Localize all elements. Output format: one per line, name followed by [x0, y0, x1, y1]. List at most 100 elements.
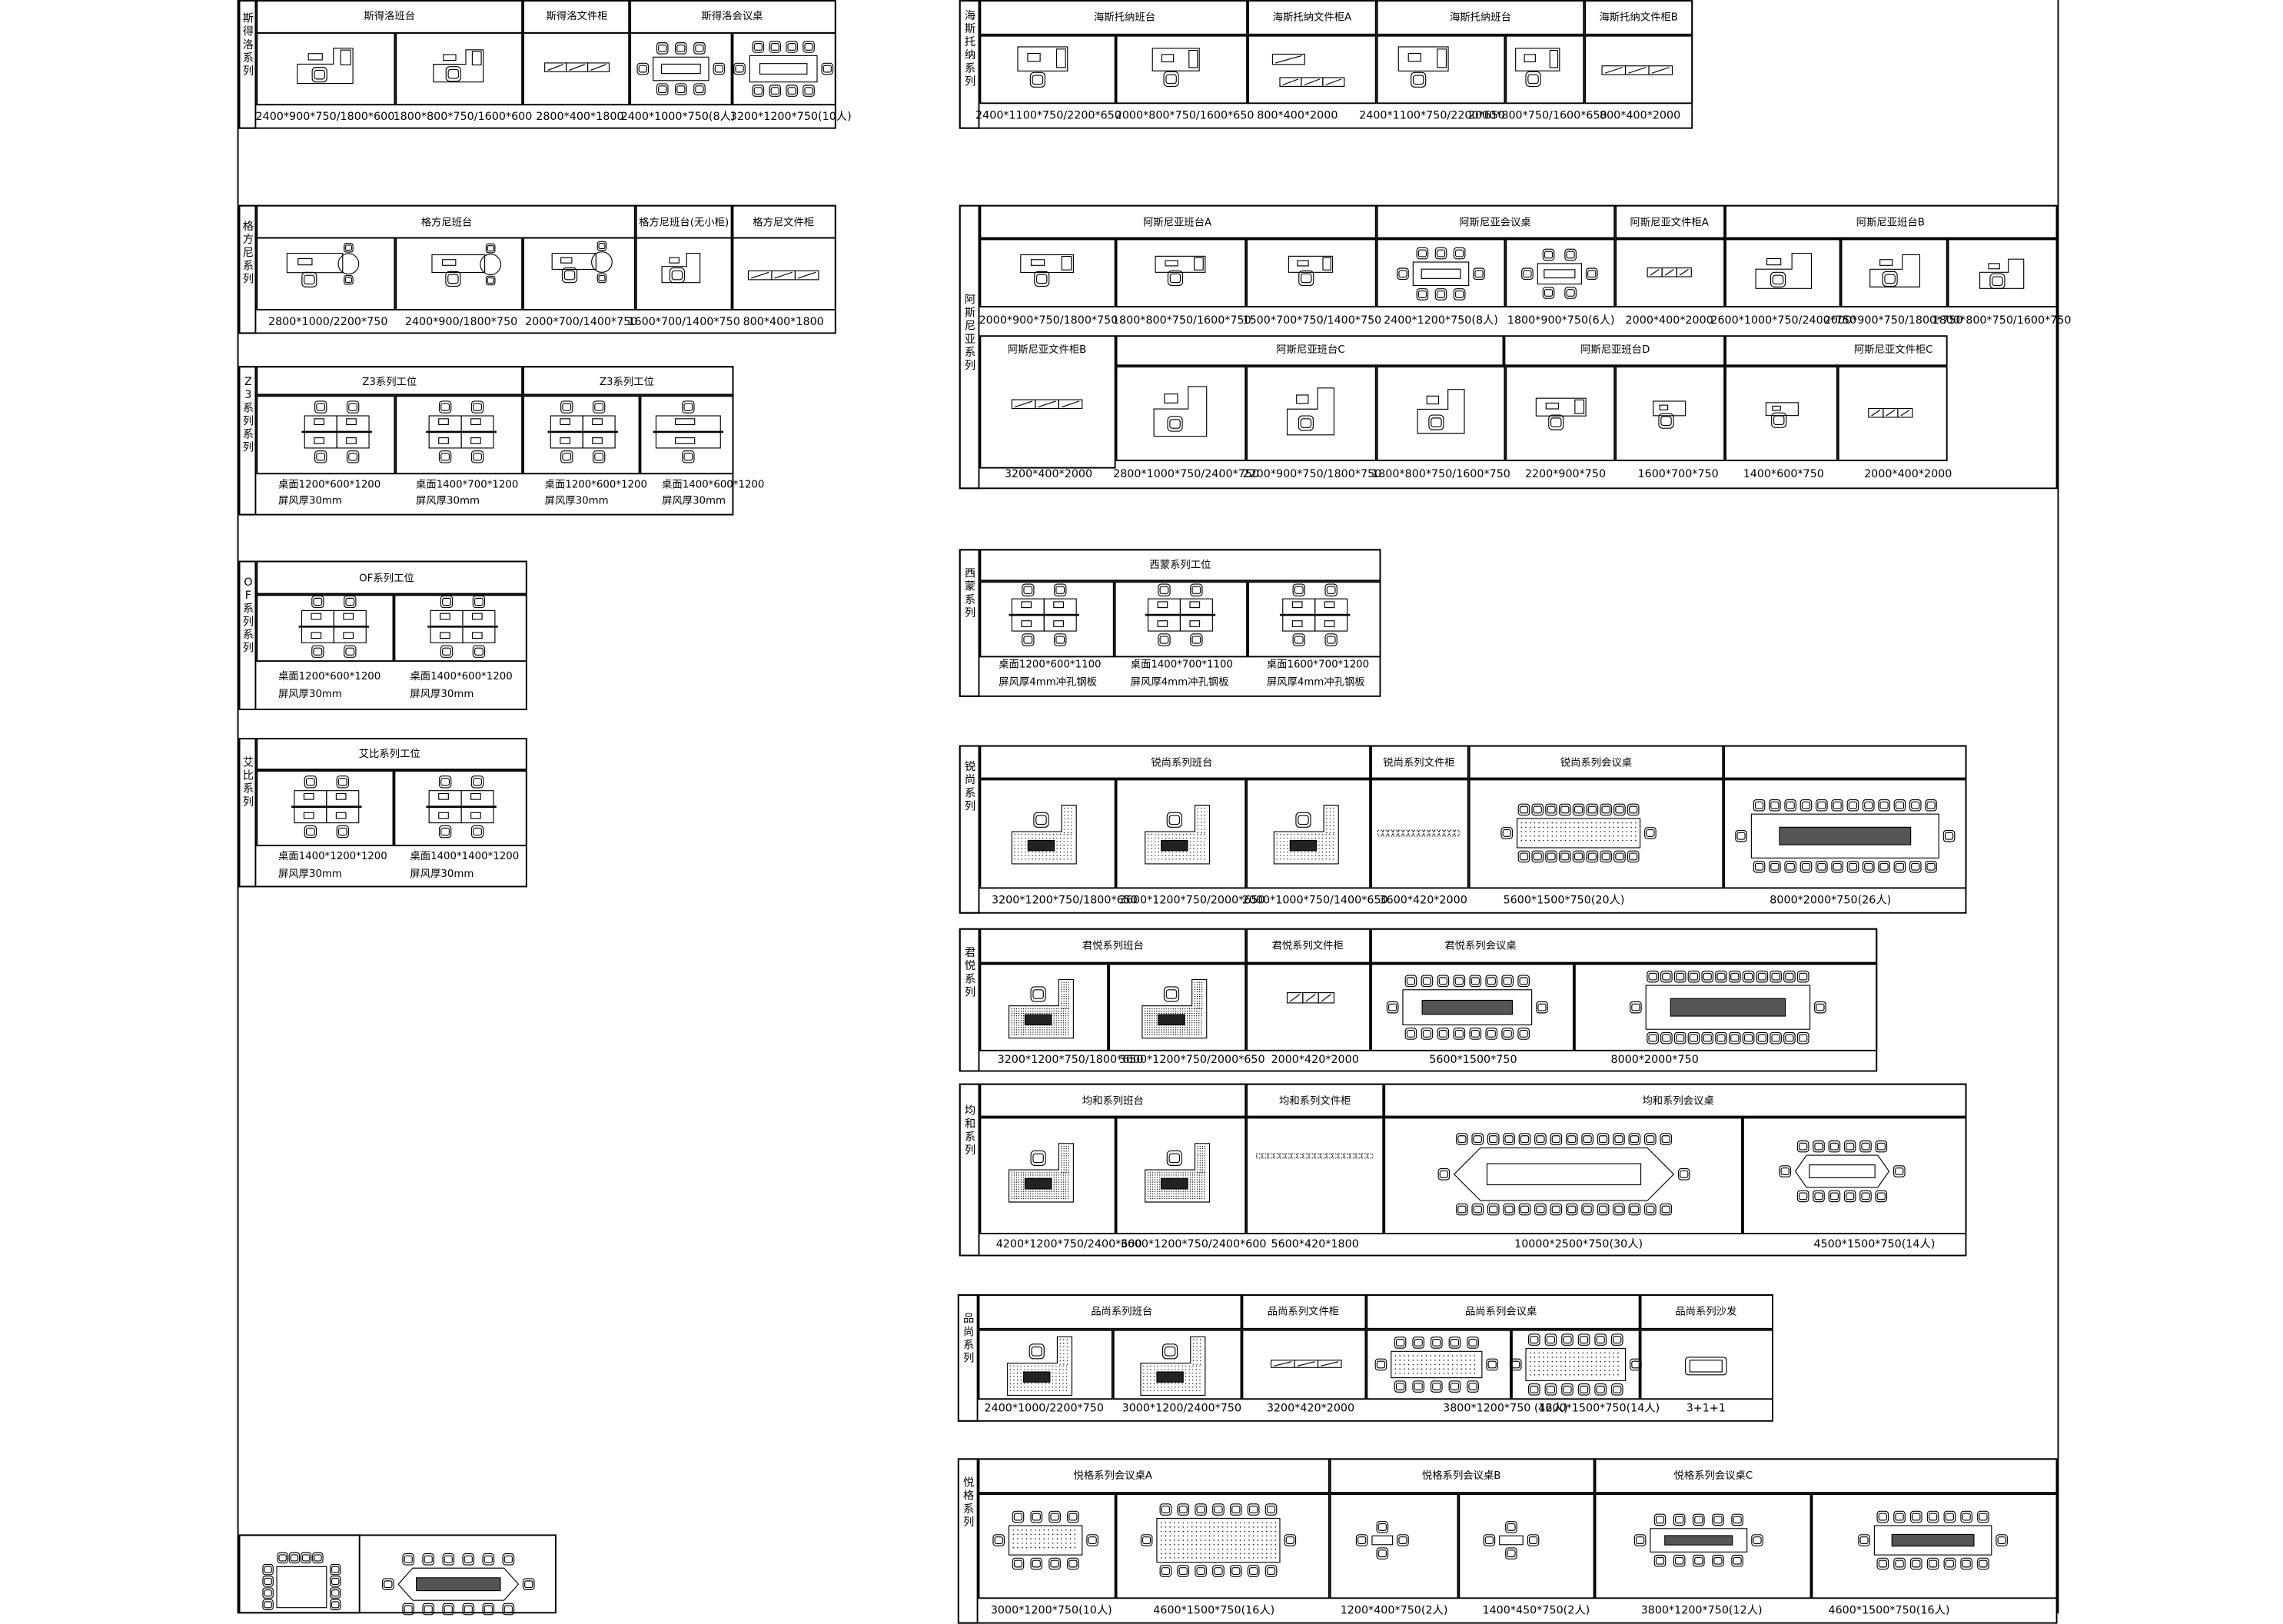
- series-label: 锐尚系列: [964, 759, 976, 813]
- dimension-label: 1400*600*750: [1743, 467, 1824, 480]
- workstation-icon: [301, 400, 372, 463]
- grid-cell: [256, 594, 394, 663]
- executive-desk-icon: [1151, 48, 1200, 87]
- executive-desk-icon: [1155, 255, 1206, 287]
- grid-cell: [979, 928, 1247, 964]
- grid-cell: [1241, 1329, 1367, 1400]
- dimension-label: 1800*800*750/1600*750: [1932, 313, 2072, 327]
- grid-cell: [395, 237, 523, 311]
- executive-desk-icon: [1979, 258, 2025, 289]
- sofa-icon: [1685, 1357, 1727, 1376]
- grid-cell: [630, 0, 836, 34]
- item-title: 均和系列班台: [1082, 1094, 1144, 1108]
- grid-cell: [1366, 1294, 1640, 1330]
- dimension-label: 10000*2500*750(30人): [1514, 1237, 1643, 1250]
- dimension-label: 桌面1400*600*1200: [410, 670, 513, 682]
- series-label-cell: [238, 560, 257, 710]
- grid-cell: [1376, 204, 1616, 239]
- item-title: 海斯托纳班台: [1449, 12, 1511, 24]
- grid-cell: [1248, 0, 1377, 35]
- grid-cell: [979, 238, 1116, 308]
- grid-cell: [1615, 366, 1726, 462]
- dimension-label: 2000*420*2000: [1271, 1052, 1359, 1066]
- dimension-label: 2400*1000*750(8人): [620, 109, 736, 124]
- grid-cell: [1384, 1117, 1743, 1234]
- grid-cell: [1241, 1294, 1367, 1330]
- conference-table-icon: [262, 1552, 341, 1611]
- dimension-label: 4600*1500*750(16人): [1153, 1602, 1275, 1617]
- conference-table-icon: [1374, 1337, 1499, 1393]
- dimension-label: 2200*900*750: [1524, 467, 1607, 480]
- conference-table-icon: [733, 41, 834, 97]
- sheet-border-right: [2057, 0, 2059, 1614]
- sheet-border-left: [237, 0, 239, 1614]
- item-title: 均和系列文件柜: [1279, 1094, 1351, 1108]
- file-cabinet-icon: [544, 62, 610, 72]
- dimension-label: 800*400*2000: [1257, 108, 1338, 122]
- series-label-cell: [959, 204, 980, 490]
- grid-cell: [1371, 745, 1469, 779]
- dimension-label: 2600*1000*750/2400*750: [1710, 313, 1857, 327]
- grid-cell: [394, 594, 527, 663]
- item-title: 阿斯尼亚会议桌: [1459, 216, 1531, 229]
- executive-desk-icon: [1869, 254, 1921, 287]
- item-title: 君悦系列班台: [1082, 940, 1144, 952]
- grid-cell: [256, 366, 523, 396]
- item-title: 阿斯尼亚班台A: [1143, 216, 1212, 229]
- dimension-label: 2800*1000*750/2400*750: [1113, 467, 1259, 480]
- executive-desk-icon: [1653, 400, 1686, 429]
- executive-desk-icon: [1142, 978, 1208, 1039]
- grid-cell: [979, 745, 1371, 779]
- series-label: 君悦系列: [964, 945, 976, 999]
- grid-cell: [1615, 204, 1726, 239]
- item-title: 格方尼班台(无小柜): [639, 216, 729, 229]
- executive-desk-icon: [1008, 978, 1074, 1039]
- file-cabinet-icon: [747, 270, 819, 281]
- grid-cell: [1115, 35, 1248, 105]
- grid-cell: [979, 1083, 1247, 1118]
- conference-table-icon: [1633, 1513, 1763, 1567]
- grid-cell: [1376, 238, 1506, 308]
- dimension-label: 桌面1400*1400*1200: [410, 850, 520, 863]
- dimension-label: 屏风厚30mm: [277, 868, 342, 880]
- grid-cell: [256, 237, 396, 311]
- dimension-label: 2400*1100*750/2200*650: [975, 108, 1122, 122]
- dimension-label: 3800*1200*750 (12人): [1443, 1401, 1568, 1415]
- dimension-label: 5600*420*1800: [1271, 1237, 1359, 1250]
- grid-cell: [1246, 963, 1371, 1051]
- dimension-label: 2800*400*1800: [536, 109, 624, 124]
- grid-cell: [238, 1534, 361, 1614]
- grid-cell: [1468, 745, 1724, 779]
- grid-cell: [1837, 366, 1948, 462]
- dimension-label: 2000*900*750/1800*750: [979, 313, 1118, 327]
- series-label-cell: [959, 745, 980, 914]
- dimension-label: 屏风厚30mm: [277, 494, 342, 507]
- executive-desk-icon: [551, 241, 613, 284]
- grid-cell: [1574, 963, 1878, 1051]
- grid-cell: [1371, 779, 1469, 889]
- executive-desk-icon: [1397, 46, 1449, 88]
- workstation-icon: [1279, 583, 1351, 646]
- grid-cell: [979, 35, 1116, 105]
- grid-cell: [1112, 1329, 1242, 1400]
- dimension-label: 2000*900*750/1800*750: [1823, 313, 1963, 327]
- conference-table-icon: [382, 1553, 535, 1616]
- dimension-label: 5600*1500*750: [1429, 1052, 1517, 1066]
- item-title: 品尚系列会议桌: [1464, 1306, 1537, 1318]
- grid-cell: [1742, 1117, 1967, 1234]
- grid-cell: [523, 237, 636, 311]
- dimension-label: 2400*900*750/1800*600: [255, 109, 395, 124]
- series-label: 海斯托纳系列: [964, 8, 976, 88]
- dimension-label: 桌面1200*600*1200: [277, 670, 381, 682]
- dimension-label: 屏风厚4mm冲孔钢板: [1130, 676, 1229, 689]
- series-label: 西蒙系列: [964, 566, 976, 619]
- dimension-label: 3600*1200*750/2000*650: [1118, 1052, 1265, 1066]
- grid-cell: [523, 0, 630, 34]
- workstation-icon: [1145, 583, 1216, 646]
- dimension-label: 桌面1200*600*1200: [544, 478, 648, 491]
- executive-desk-icon: [1145, 1143, 1211, 1203]
- grid-cell: [978, 1493, 1116, 1599]
- dimension-label: 屏风厚30mm: [544, 494, 609, 507]
- conference-table-icon: [1735, 799, 1956, 873]
- dimension-label: 2000*700/1400*750: [525, 314, 638, 328]
